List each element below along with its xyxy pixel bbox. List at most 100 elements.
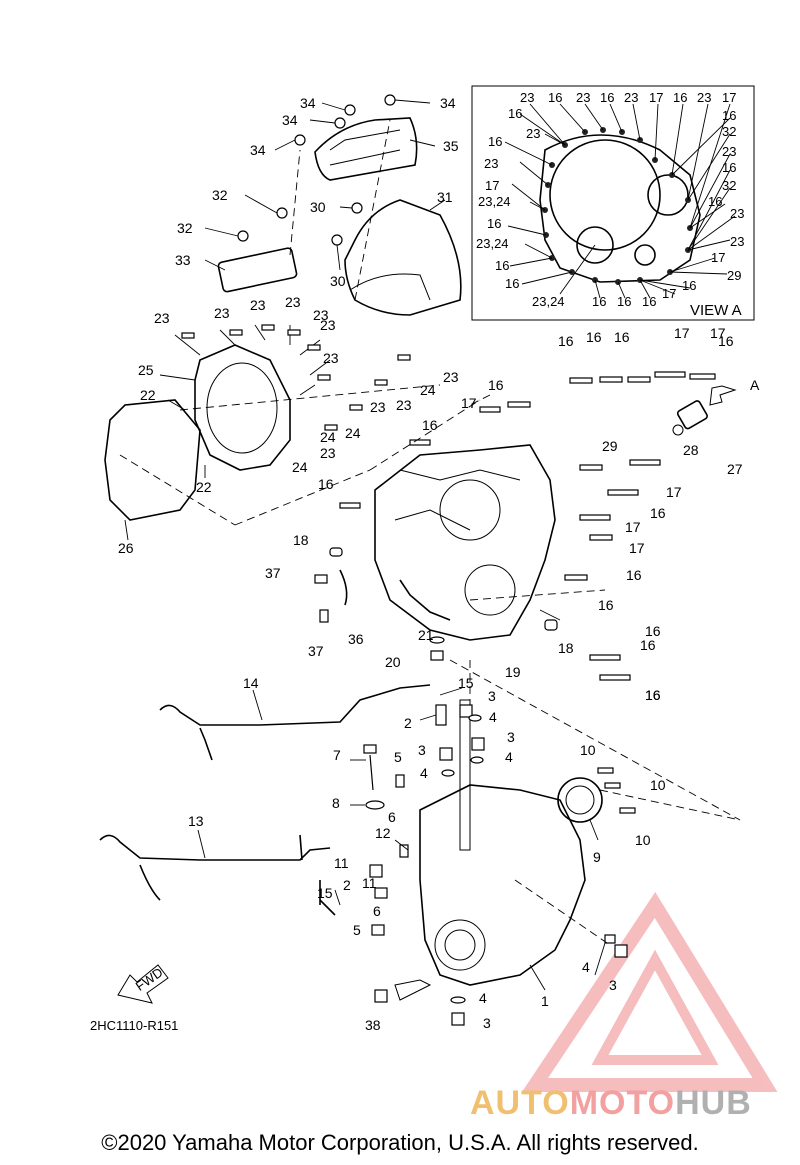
callout-lower-2: 3 <box>488 688 496 704</box>
callout-view_a-26: 17 <box>711 250 725 265</box>
callout-case-28: 19 <box>505 664 521 680</box>
callout-view_a-2: 23 <box>576 90 590 105</box>
callout-lower-5: 3 <box>507 729 515 745</box>
callout-case-9: 29 <box>602 438 618 454</box>
callout-view_a-10: 16 <box>722 108 736 123</box>
callout-view_a-8: 17 <box>722 90 736 105</box>
callout-top-10: 31 <box>437 189 453 205</box>
callout-view_a-1: 16 <box>548 90 562 105</box>
cover-31 <box>344 199 462 316</box>
callout-cover-12: 24 <box>420 382 436 398</box>
callout-top-3: 34 <box>250 142 266 158</box>
callout-view_a-0: 23 <box>520 90 534 105</box>
callout-case-19: 16 <box>598 597 614 613</box>
view-a-arrow-icon <box>709 385 737 406</box>
callout-view_a-14: 23 <box>722 144 736 159</box>
callout-top-6: 32 <box>177 220 193 236</box>
cover-25 <box>194 344 291 471</box>
callout-lower-17: 12 <box>375 825 391 841</box>
callout-lower-3: 2 <box>404 715 412 731</box>
view-a-label: VIEW A <box>690 302 742 319</box>
callout-case-11: 28 <box>683 442 699 458</box>
gasket-26 <box>104 399 201 521</box>
callout-lower-22: 15 <box>317 885 333 901</box>
callout-case-29: 16 <box>645 623 661 639</box>
callout-view_a-12: 32 <box>722 124 736 139</box>
callout-view_a-16: 23 <box>484 156 498 171</box>
callout-lower-30: 1 <box>541 993 549 1009</box>
callout-cover-17: 23 <box>396 397 412 413</box>
callout-lower-13: 8 <box>332 795 340 811</box>
crankcase-19 <box>374 444 556 641</box>
callout-lower-9: 5 <box>394 749 402 765</box>
callout-view_a-5: 17 <box>649 90 663 105</box>
callout-view_a-23: 23,24 <box>476 236 509 251</box>
pump-gear-9 <box>557 777 603 823</box>
hose-14 <box>159 684 431 726</box>
callout-lower-8: 4 <box>420 765 428 781</box>
callout-lower-21: 2 <box>343 877 351 893</box>
fwd-arrow-icon: FWD <box>117 964 169 1004</box>
watermark-logo-text: AUTOMOTOHUB <box>470 1084 752 1123</box>
callout-case-2: 16 <box>614 329 630 345</box>
callout-view_a-27: 29 <box>727 268 741 283</box>
callout-cover-18: 24 <box>320 429 336 445</box>
callout-case-13: 16 <box>318 476 334 492</box>
callout-view_a-30: 16 <box>592 294 606 309</box>
callout-lower-10: 4 <box>505 749 513 765</box>
bracket-33 <box>217 247 298 293</box>
watermark-logo-icon <box>521 891 778 1092</box>
callout-view_a-18: 32 <box>722 178 736 193</box>
callout-view_a-9: 16 <box>508 106 522 121</box>
callout-case-15: 16 <box>650 505 666 521</box>
callout-case-14: 17 <box>625 519 641 535</box>
callout-view_a-32: 16 <box>642 294 656 309</box>
callout-cover-4: 23 <box>313 307 329 323</box>
callout-view_a-34: 16 <box>682 278 696 293</box>
copyright-notice: ©2020 Yamaha Motor Corporation, U.S.A. A… <box>101 1130 699 1155</box>
callout-view_a-33: 17 <box>662 286 676 301</box>
callout-top-9: 30 <box>330 273 346 289</box>
callout-view_a-13: 16 <box>488 134 502 149</box>
callout-case-3: 17 <box>674 325 690 341</box>
callout-lower-18: 9 <box>593 849 601 865</box>
callout-lower-16: 13 <box>188 813 204 829</box>
callout-lower-20: 11 <box>362 875 377 891</box>
callout-cover-10: 26 <box>118 540 134 556</box>
callout-top-4: 35 <box>443 138 459 154</box>
callout-lower-11: 10 <box>580 742 596 758</box>
callout-view_a-21: 16 <box>487 216 501 231</box>
callout-case-23: 37 <box>308 643 324 659</box>
callout-top-2: 34 <box>282 112 298 128</box>
callout-case-25: 21 <box>418 627 434 643</box>
callout-case-12: 27 <box>727 461 743 477</box>
hose-13 <box>99 834 331 861</box>
callout-view_a-31: 16 <box>617 294 631 309</box>
callout-cover-8: 22 <box>140 387 156 403</box>
callout-cover-2: 23 <box>250 297 266 313</box>
callout-case-17: 16 <box>626 567 642 583</box>
callout-case-30: 16 <box>645 687 661 703</box>
callout-cover-14: 24 <box>345 425 361 441</box>
callout-view_a-4: 23 <box>624 90 638 105</box>
callout-view_a-28: 16 <box>505 276 519 291</box>
logo-part-hub: HUB <box>675 1084 752 1122</box>
callout-view_a-25: 16 <box>495 258 509 273</box>
callout-case-20: 16 <box>640 637 656 653</box>
view-a-case-circle <box>549 139 661 251</box>
callout-lower-12: 10 <box>650 777 666 793</box>
callout-lower-28: 4 <box>479 990 487 1006</box>
callout-cover-9: 22 <box>196 479 212 495</box>
callout-lower-14: 6 <box>388 809 396 825</box>
callout-view_a-22: 23 <box>730 206 744 221</box>
callout-cover-11: 23 <box>443 369 459 385</box>
callout-lower-7: 3 <box>418 742 426 758</box>
callout-case-21: 37 <box>265 565 281 581</box>
callout-lower-26: 3 <box>609 977 617 993</box>
callout-view_a-3: 16 <box>600 90 614 105</box>
callout-lower-6: 7 <box>333 747 341 763</box>
